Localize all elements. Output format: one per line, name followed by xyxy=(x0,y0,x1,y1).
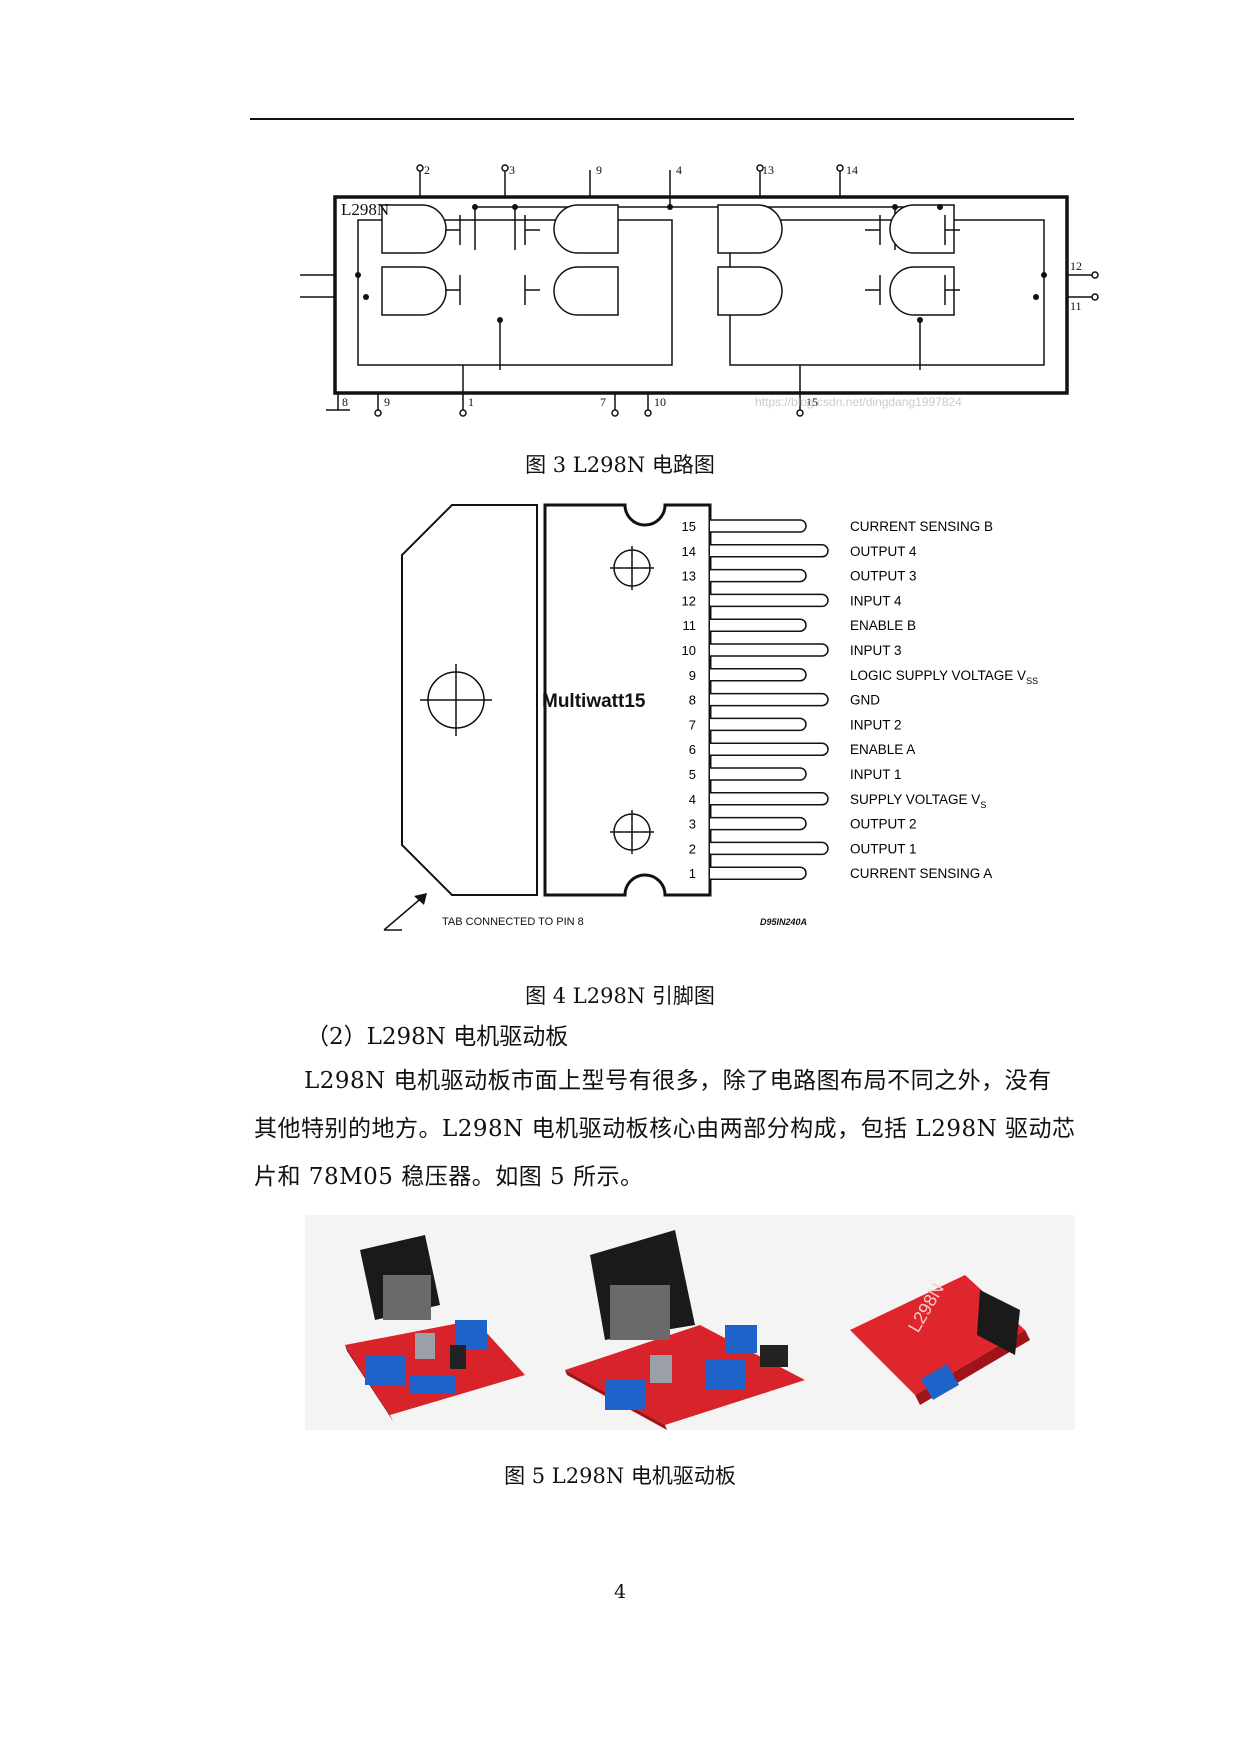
figure5-caption: 图 5 L298N 电机驱动板 xyxy=(504,1464,736,1488)
pin-lead xyxy=(710,816,807,831)
pin-lead xyxy=(710,593,829,608)
fig3-pin-right-1: 11 xyxy=(1070,299,1082,313)
pin-15: 15 CURRENT SENSING B xyxy=(682,519,994,534)
fig3-pin-bottom-4: 10 xyxy=(654,395,666,409)
fig3-pin-bottom-5: 15 xyxy=(806,395,818,409)
pin-label: INPUT 4 xyxy=(850,593,902,608)
pin-lead xyxy=(710,618,807,632)
pin-7: 7 INPUT 2 xyxy=(689,717,902,732)
pin-number: 3 xyxy=(689,817,696,832)
pin-number: 8 xyxy=(689,693,696,708)
pin-8: 8 GND xyxy=(689,693,880,708)
fig3-pin-top-0: 2 xyxy=(424,163,430,177)
fig3-pin-top-3: 4 xyxy=(676,163,682,177)
pin-number: 5 xyxy=(689,767,696,782)
fig3-pin-bottom-0: 8 xyxy=(342,395,348,409)
l298n-circuit-diagram: 2 3 9 4 13 14 5 6 12 11 8 9 1 7 10 15 L2… xyxy=(300,163,1099,417)
body-paragraph: L298N 电机驱动板市面上型号有很多，除了电路图布局不同之外，没有 其他特别的… xyxy=(254,1057,1084,1201)
pin-label: SUPPLY VOLTAGE VS xyxy=(850,792,986,810)
pin-number: 9 xyxy=(689,668,696,683)
pin-lead xyxy=(710,519,807,533)
paragraph-line-1: L298N 电机驱动板市面上型号有很多，除了电路图布局不同之外，没有 xyxy=(304,1068,1052,1094)
fig3-pin-top-2: 9 xyxy=(596,163,602,177)
driver-board-photo-1 xyxy=(345,1235,525,1421)
pin-label: ENABLE A xyxy=(850,742,915,757)
package-label: Multiwatt15 xyxy=(542,691,646,712)
pin-number: 12 xyxy=(682,593,696,608)
fig3-pin-bottom-1: 9 xyxy=(384,395,390,409)
pin-1: 1 CURRENT SENSING A xyxy=(689,866,993,881)
pin-14: 14 OUTPUT 4 xyxy=(682,544,917,559)
pin-label: GND xyxy=(850,693,880,708)
pin-label: OUTPUT 1 xyxy=(850,841,917,856)
figure4-caption: 图 4 L298N 引脚图 xyxy=(525,984,715,1008)
pin-lead xyxy=(710,792,829,806)
pin-number: 6 xyxy=(689,742,696,757)
pin-lead xyxy=(710,767,807,781)
tab-note: TAB CONNECTED TO PIN 8 xyxy=(442,916,584,928)
pin-number: 7 xyxy=(689,717,696,732)
pin-number: 4 xyxy=(689,792,696,807)
pin-label: INPUT 1 xyxy=(850,767,902,782)
pin-9: 9 LOGIC SUPPLY VOLTAGE VSS xyxy=(689,668,1038,686)
pin-lead xyxy=(710,668,807,682)
pin-13: 13 OUTPUT 3 xyxy=(682,569,917,584)
pin-6: 6 ENABLE A xyxy=(689,742,916,757)
pin-lead xyxy=(710,643,829,657)
pin-lead xyxy=(710,841,829,856)
pin-lead xyxy=(710,692,829,707)
pin-5: 5 INPUT 1 xyxy=(689,767,902,782)
pin-4: 4 SUPPLY VOLTAGE VS xyxy=(689,792,987,810)
section-heading: （2）L298N 电机驱动板 xyxy=(306,1024,569,1050)
pin-number: 14 xyxy=(682,544,696,559)
pin-lead xyxy=(710,568,807,583)
drawing-code: D95IN240A xyxy=(760,917,807,927)
driver-board-photos: L298N xyxy=(305,1215,1075,1430)
pin-12: 12 INPUT 4 xyxy=(682,593,902,608)
l298n-pinout-diagram: Multiwatt15 TAB CONNECTED TO PIN 8 D95IN… xyxy=(383,503,1039,931)
pin-label: OUTPUT 3 xyxy=(850,569,917,584)
fig3-pin-top-4: 13 xyxy=(762,163,774,177)
page-number: 4 xyxy=(613,1581,627,1603)
pin-11: 11 ENABLE B xyxy=(683,618,917,633)
pin-10: 10 INPUT 3 xyxy=(682,643,902,658)
pin-label: LOGIC SUPPLY VOLTAGE VSS xyxy=(850,668,1038,686)
pin-label: CURRENT SENSING B xyxy=(850,519,993,534)
pin-label: INPUT 3 xyxy=(850,643,902,658)
fig3-chip-label: L298N xyxy=(341,200,389,219)
pin-number: 1 xyxy=(689,866,696,881)
pin-label: OUTPUT 4 xyxy=(850,544,917,559)
pin-number: 13 xyxy=(682,569,696,584)
pin-2: 2 OUTPUT 1 xyxy=(689,841,917,856)
pin-lead xyxy=(710,544,829,558)
pin-number: 11 xyxy=(683,618,697,633)
fig3-watermark: https://blog.csdn.net/dingdang1997824 xyxy=(755,395,962,409)
pin-lead xyxy=(710,717,807,732)
pin-label: OUTPUT 2 xyxy=(850,817,917,832)
driver-board-photo-2 xyxy=(565,1230,805,1430)
pin-label: INPUT 2 xyxy=(850,717,902,732)
pin-label: CURRENT SENSING A xyxy=(850,866,992,881)
figure3-caption: 图 3 L298N 电路图 xyxy=(525,453,715,477)
pin-number: 10 xyxy=(682,643,696,658)
pin-number: 2 xyxy=(689,841,696,856)
paragraph-line-2: 其他特别的地方。L298N 电机驱动板核心由两部分构成，包括 L298N 驱动芯 xyxy=(254,1116,1076,1142)
pin-lead xyxy=(710,866,807,880)
header-rule xyxy=(250,118,1074,120)
paragraph-line-3: 片和 78M05 稳压器。如图 5 所示。 xyxy=(254,1164,644,1190)
fig3-pin-bottom-2: 1 xyxy=(468,395,474,409)
pin-label: ENABLE B xyxy=(850,618,916,633)
fig3-pin-right-0: 12 xyxy=(1070,259,1082,273)
pin-lead xyxy=(710,742,829,756)
fig3-pin-bottom-3: 7 xyxy=(600,395,606,409)
pin-3: 3 OUTPUT 2 xyxy=(689,817,917,832)
fig3-pin-top-1: 3 xyxy=(509,163,515,177)
pin-number: 15 xyxy=(682,519,696,534)
fig3-pin-top-5: 14 xyxy=(846,163,858,177)
